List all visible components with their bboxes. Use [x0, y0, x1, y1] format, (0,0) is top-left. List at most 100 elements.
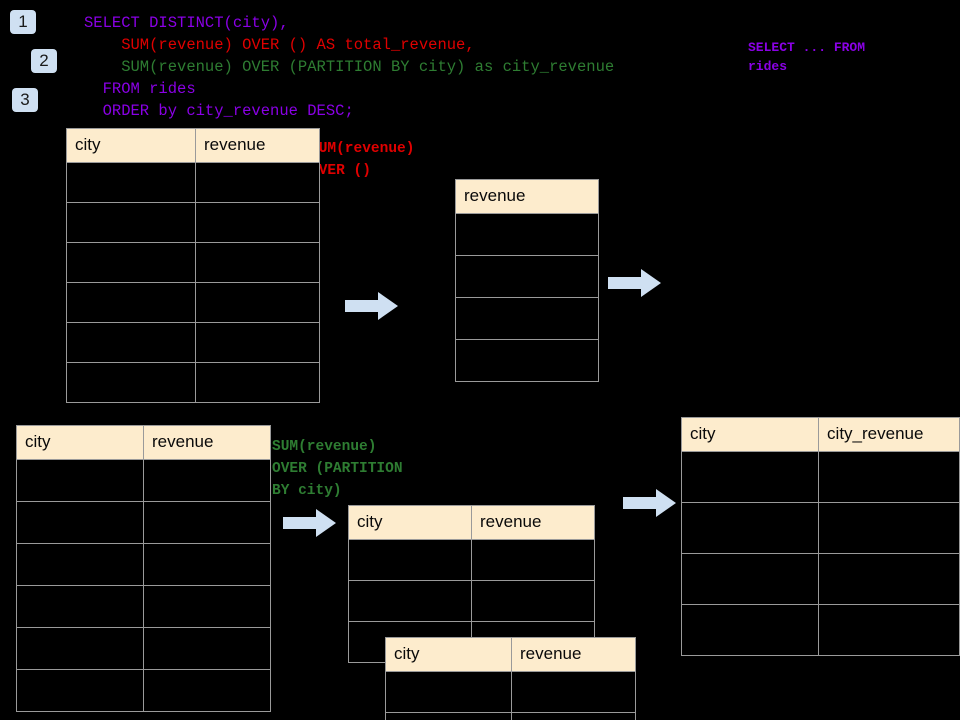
table-row: [680, 502, 960, 554]
sql-line-1: SELECT DISTINCT(city),: [84, 14, 289, 32]
table-row: [455, 255, 599, 298]
table-row: [680, 451, 960, 503]
table-cell: [511, 712, 636, 720]
table-cell: [680, 502, 820, 554]
table-row: [16, 627, 271, 670]
column-header-revenue: revenue: [195, 128, 320, 163]
table-row: [66, 322, 320, 363]
table-cell: [66, 322, 196, 363]
table-cell: [455, 297, 599, 340]
table-row: [66, 162, 320, 203]
table-cell: [195, 362, 320, 403]
table-cell: [143, 627, 271, 670]
table-row: [16, 543, 271, 586]
table-cell: [471, 539, 595, 581]
table-cell: [385, 712, 512, 720]
sum-over-empty-annotation: SUM(revenue) OVER (): [310, 141, 415, 179]
table-cell: [511, 671, 636, 713]
table-cell: [143, 585, 271, 628]
table-cell: [143, 669, 271, 712]
table-row: [16, 459, 271, 502]
arrow-partition-to-result: [623, 488, 677, 518]
table-cell: [680, 451, 820, 503]
table-cell: [143, 543, 271, 586]
sql-line-2: SUM(revenue) OVER () AS total_revenue,: [84, 36, 475, 54]
table-cell: [680, 604, 820, 656]
step-badge-3: 3: [12, 88, 38, 112]
table-row: [16, 669, 271, 712]
table-row: [455, 297, 599, 340]
table-cell: [66, 202, 196, 243]
table-cell: [195, 322, 320, 363]
table-cell: [66, 242, 196, 283]
table-row: [66, 202, 320, 243]
column-header-city_revenue: city_revenue: [818, 417, 960, 452]
table-row: [680, 604, 960, 656]
sql-line-5: ORDER by city_revenue DESC;: [84, 102, 354, 120]
table-cell: [16, 669, 144, 712]
table-cell: [195, 242, 320, 283]
sql-line-4: FROM rides: [84, 80, 196, 98]
column-header-revenue: revenue: [455, 179, 599, 214]
arrow-source-to-total: [345, 291, 399, 321]
table-cell: [818, 604, 960, 656]
table-cell: [16, 459, 144, 502]
column-header-city: city: [680, 417, 820, 452]
total-revenue-table: revenue: [455, 179, 599, 382]
sum-over-partition-annotation: SUM(revenue) OVER (PARTITION BY city): [272, 439, 403, 499]
table-cell: [66, 282, 196, 323]
table-cell: [818, 451, 960, 503]
table-cell: [455, 255, 599, 298]
table-row: [16, 501, 271, 544]
table-header-row: revenue: [455, 179, 599, 214]
table-row: [455, 213, 599, 256]
table-cell: [385, 671, 512, 713]
column-header-revenue: revenue: [471, 505, 595, 540]
column-header-city: city: [348, 505, 472, 540]
table-cell: [680, 553, 820, 605]
table-cell: [195, 282, 320, 323]
table-row: [66, 282, 320, 323]
table-row: [66, 242, 320, 283]
table-row: [66, 362, 320, 403]
table-cell: [66, 362, 196, 403]
table-row: [348, 580, 595, 622]
table-cell: [348, 539, 472, 581]
table-row: [385, 671, 636, 713]
table-cell: [471, 580, 595, 622]
table-cell: [16, 543, 144, 586]
sql-line-3: SUM(revenue) OVER (PARTITION BY city) as…: [84, 58, 615, 76]
step-badge-1: 1: [10, 10, 36, 34]
table-cell: [195, 202, 320, 243]
table-cell: [455, 339, 599, 382]
table-cell: [143, 501, 271, 544]
sql-query-block: SELECT DISTINCT(city), SUM(revenue) OVER…: [84, 12, 614, 122]
table-cell: [143, 459, 271, 502]
sql-outer-query-note: SELECT ... FROM rides: [748, 40, 866, 74]
table-cell: [16, 585, 144, 628]
arrow-source-to-partition: [283, 508, 337, 538]
table-row: [16, 585, 271, 628]
table-cell: [348, 580, 472, 622]
table-cell: [16, 501, 144, 544]
table-row: [348, 539, 595, 581]
table-cell: [818, 553, 960, 605]
table-row: [680, 553, 960, 605]
table-cell: [455, 213, 599, 256]
column-header-revenue: revenue: [143, 425, 271, 460]
column-header-revenue: revenue: [511, 637, 636, 672]
table-cell: [818, 502, 960, 554]
column-header-city: city: [66, 128, 196, 163]
table-row: [455, 339, 599, 382]
table-cell: [16, 627, 144, 670]
